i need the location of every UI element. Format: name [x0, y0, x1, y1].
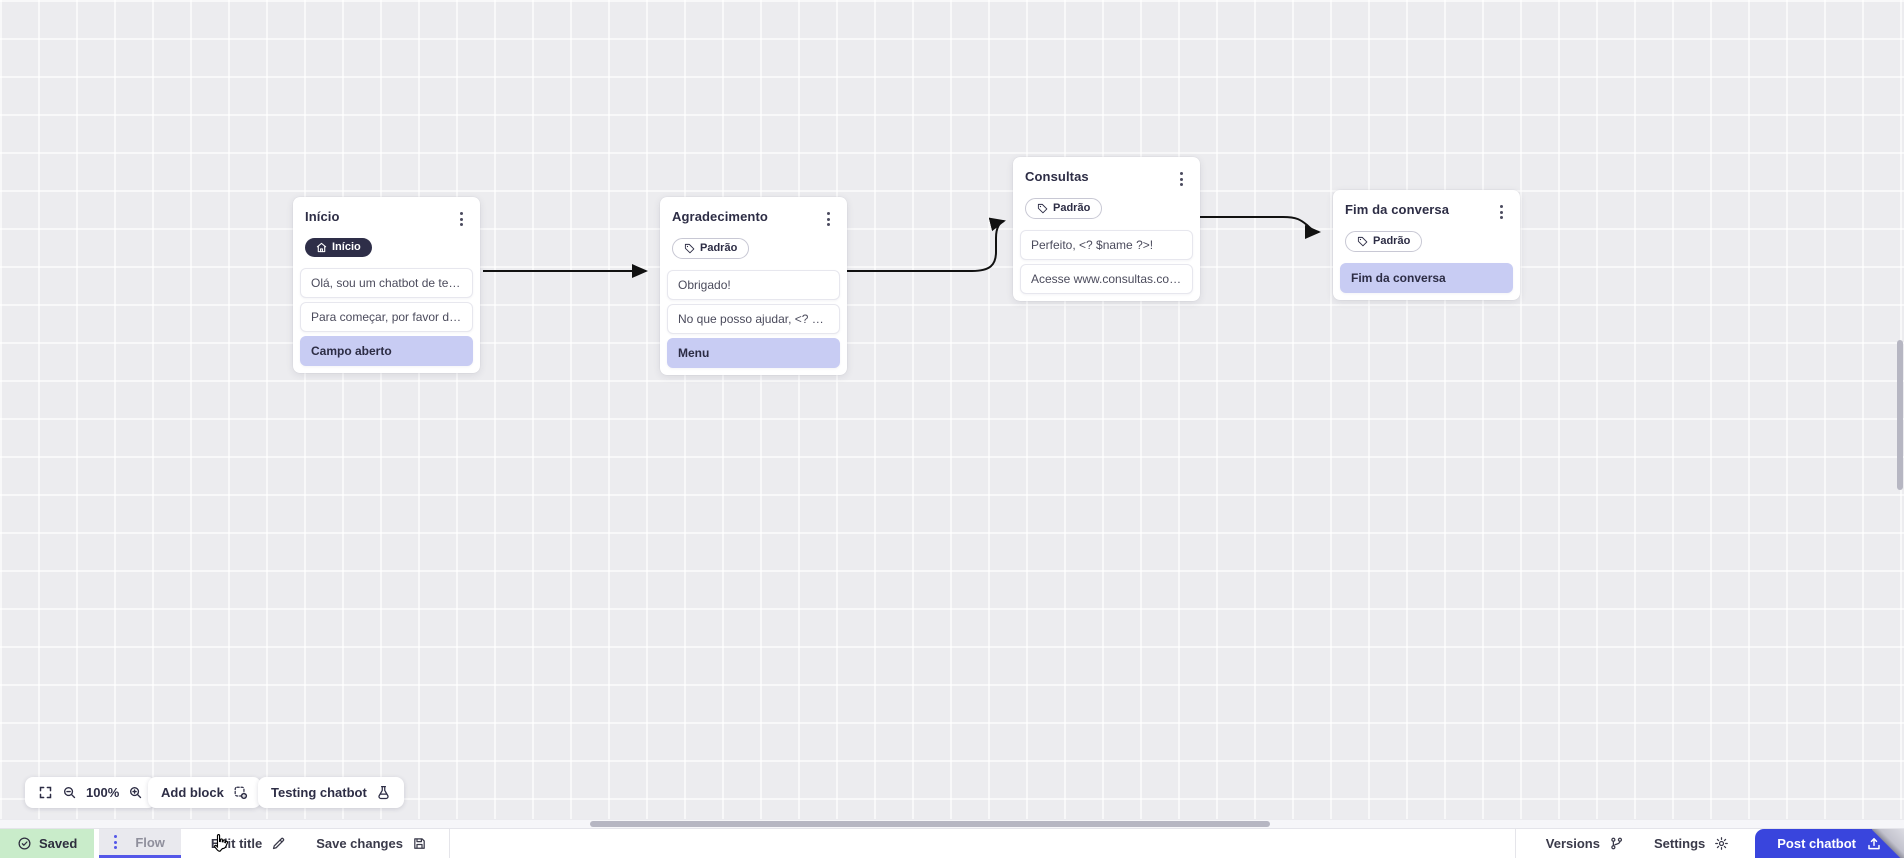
- add-block-icon: [234, 786, 247, 800]
- text-block[interactable]: Acesse www.consultas.com par...: [1020, 264, 1193, 294]
- text-block[interactable]: Para começar, por favor digite o ...: [300, 302, 473, 332]
- edge-consultas-fim: [1199, 216, 1321, 239]
- edit-title-button[interactable]: Edit title: [211, 829, 286, 858]
- node-title: Início: [305, 209, 340, 224]
- node-header: Início: [300, 207, 473, 229]
- node-inicio[interactable]: Início Início Olá, sou um chatbot de tes…: [293, 197, 480, 373]
- start-badge: Início: [305, 238, 372, 257]
- horizontal-scrollbar-thumb[interactable]: [590, 821, 1270, 827]
- text-block[interactable]: Obrigado!: [667, 270, 840, 300]
- node-header: Agradecimento: [667, 207, 840, 229]
- node-title: Fim da conversa: [1345, 202, 1450, 217]
- input-block[interactable]: Campo aberto: [300, 336, 473, 366]
- node-header: Consultas: [1020, 167, 1193, 189]
- type-badge: Padrão: [1345, 231, 1423, 252]
- add-block-button[interactable]: Add block: [148, 777, 261, 808]
- node-consultas[interactable]: Consultas Padrão Perfeito, <? $name ?>! …: [1013, 157, 1200, 301]
- post-chatbot-button[interactable]: Post chatbot: [1755, 829, 1904, 858]
- node-agradecimento[interactable]: Agradecimento Padrão Obrigado! No que po…: [660, 197, 847, 375]
- pencil-icon: [273, 837, 285, 850]
- home-icon: [316, 242, 327, 253]
- gear-icon: [1715, 837, 1729, 850]
- testing-chatbot-button[interactable]: Testing chatbot: [258, 777, 404, 808]
- flow-menu-icon[interactable]: [109, 832, 122, 852]
- type-badge: Padrão: [672, 238, 750, 259]
- end-block[interactable]: Fim da conversa: [1340, 263, 1513, 293]
- tag-icon: [684, 243, 695, 254]
- text-block[interactable]: Perfeito, <? $name ?>!: [1020, 230, 1193, 260]
- tab-flow-label: Flow: [135, 834, 165, 850]
- connector-edges: [483, 216, 1321, 278]
- fullscreen-icon[interactable]: [38, 785, 53, 800]
- save-changes-button[interactable]: Save changes: [316, 829, 427, 858]
- vertical-scrollbar-thumb[interactable]: [1897, 340, 1903, 490]
- check-circle-icon: [18, 837, 31, 850]
- bottom-bar: Saved Flow Edit title Save changes Versi…: [0, 828, 1904, 858]
- type-badge: Padrão: [1025, 198, 1103, 219]
- node-title: Consultas: [1025, 169, 1089, 184]
- edge-agradecimento-consultas: [847, 217, 1006, 272]
- tag-icon: [1357, 236, 1368, 247]
- saved-status-badge: Saved: [0, 829, 95, 858]
- save-icon: [414, 838, 425, 849]
- node-fim-da-conversa[interactable]: Fim da conversa Padrão Fim da conversa: [1333, 190, 1520, 300]
- node-menu-icon[interactable]: [1175, 169, 1188, 189]
- zoom-level: 100%: [86, 785, 120, 800]
- zoom-in-icon[interactable]: [128, 785, 143, 800]
- node-menu-icon[interactable]: [455, 209, 468, 229]
- bar-divider: [448, 829, 450, 858]
- bar-divider: [1514, 829, 1516, 858]
- git-branch-icon: [1611, 837, 1623, 850]
- settings-button[interactable]: Settings: [1654, 829, 1729, 858]
- versions-button[interactable]: Versions: [1546, 829, 1624, 858]
- node-title: Agradecimento: [672, 209, 768, 224]
- tab-flow[interactable]: Flow: [99, 829, 229, 858]
- tag-icon: [1037, 203, 1048, 214]
- flask-icon: [378, 785, 389, 800]
- input-block[interactable]: Menu: [667, 338, 840, 368]
- zoom-toolbar: 100%: [25, 777, 157, 808]
- node-menu-icon[interactable]: [822, 209, 835, 229]
- zoom-out-icon[interactable]: [62, 785, 77, 800]
- text-block[interactable]: Olá, sou um chatbot de teste!: [300, 268, 473, 298]
- horizontal-scrollbar-track: [0, 819, 1904, 828]
- node-menu-icon[interactable]: [1495, 202, 1508, 222]
- text-block[interactable]: No que posso ajudar, <? $name ...: [667, 304, 840, 334]
- upload-icon: [1868, 837, 1880, 849]
- node-header: Fim da conversa: [1340, 200, 1513, 222]
- flow-canvas[interactable]: Início Início Olá, sou um chatbot de tes…: [0, 0, 1904, 828]
